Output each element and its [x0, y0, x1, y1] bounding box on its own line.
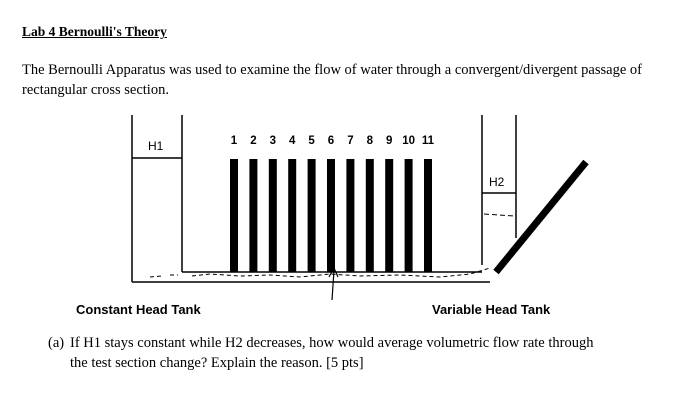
drain-rod [493, 159, 589, 275]
tube-number-7: 7 [347, 135, 353, 147]
piezometer-tube-2 [249, 159, 258, 272]
tube-number-3: 3 [270, 135, 276, 147]
tube-number-5: 5 [308, 135, 315, 147]
piezometer-tube-11 [424, 159, 432, 272]
right-tank [481, 115, 517, 265]
piezometer-tube-1 [230, 159, 238, 272]
constant-head-tank-label: Constant Head Tank [76, 302, 201, 317]
tube-number-8: 8 [367, 135, 374, 147]
lab-heading: Lab 4 Bernoulli's Theory [22, 24, 167, 39]
piezometer-tube-10 [404, 159, 413, 272]
piezometer-tube-5 [307, 159, 316, 272]
tank-left-label: H1 [148, 139, 164, 153]
question-number: (a) [48, 335, 65, 351]
piezometer-tubes [230, 159, 432, 272]
piezometer-tube-8 [365, 159, 374, 272]
tube-number-9: 9 [386, 135, 392, 147]
tube-number-10: 10 [402, 135, 415, 147]
piezometer-tube-6 [327, 159, 335, 272]
variable-head-tank-label: Variable Head Tank [432, 302, 551, 317]
test-section-channel [132, 271, 490, 283]
piezometer-tube-3 [268, 159, 277, 272]
tube-number-6: 6 [328, 135, 334, 147]
question-a: (a) If H1 stays constant while H2 decreas… [48, 333, 668, 373]
intro-paragraph: The Bernoulli Apparatus was used to exam… [22, 62, 642, 98]
question-line-1: If H1 stays constant while H2 decreases,… [70, 335, 594, 351]
tube-number-1: 1 [231, 135, 238, 147]
right-water-level [483, 213, 515, 217]
tube-number-11: 11 [422, 135, 435, 147]
water-flow-line [149, 267, 491, 278]
piezometer-tube-4 [288, 159, 297, 272]
tank-right-label: H2 [489, 175, 505, 189]
tube-number-2: 2 [250, 135, 256, 147]
flow-arrow [328, 266, 339, 300]
left-tank [131, 115, 183, 282]
piezometer-tube-9 [385, 159, 394, 272]
tube-number-4: 4 [289, 135, 296, 147]
piezometer-tube-7 [346, 159, 355, 272]
question-line-2: the test section change? Explain the rea… [70, 355, 364, 371]
